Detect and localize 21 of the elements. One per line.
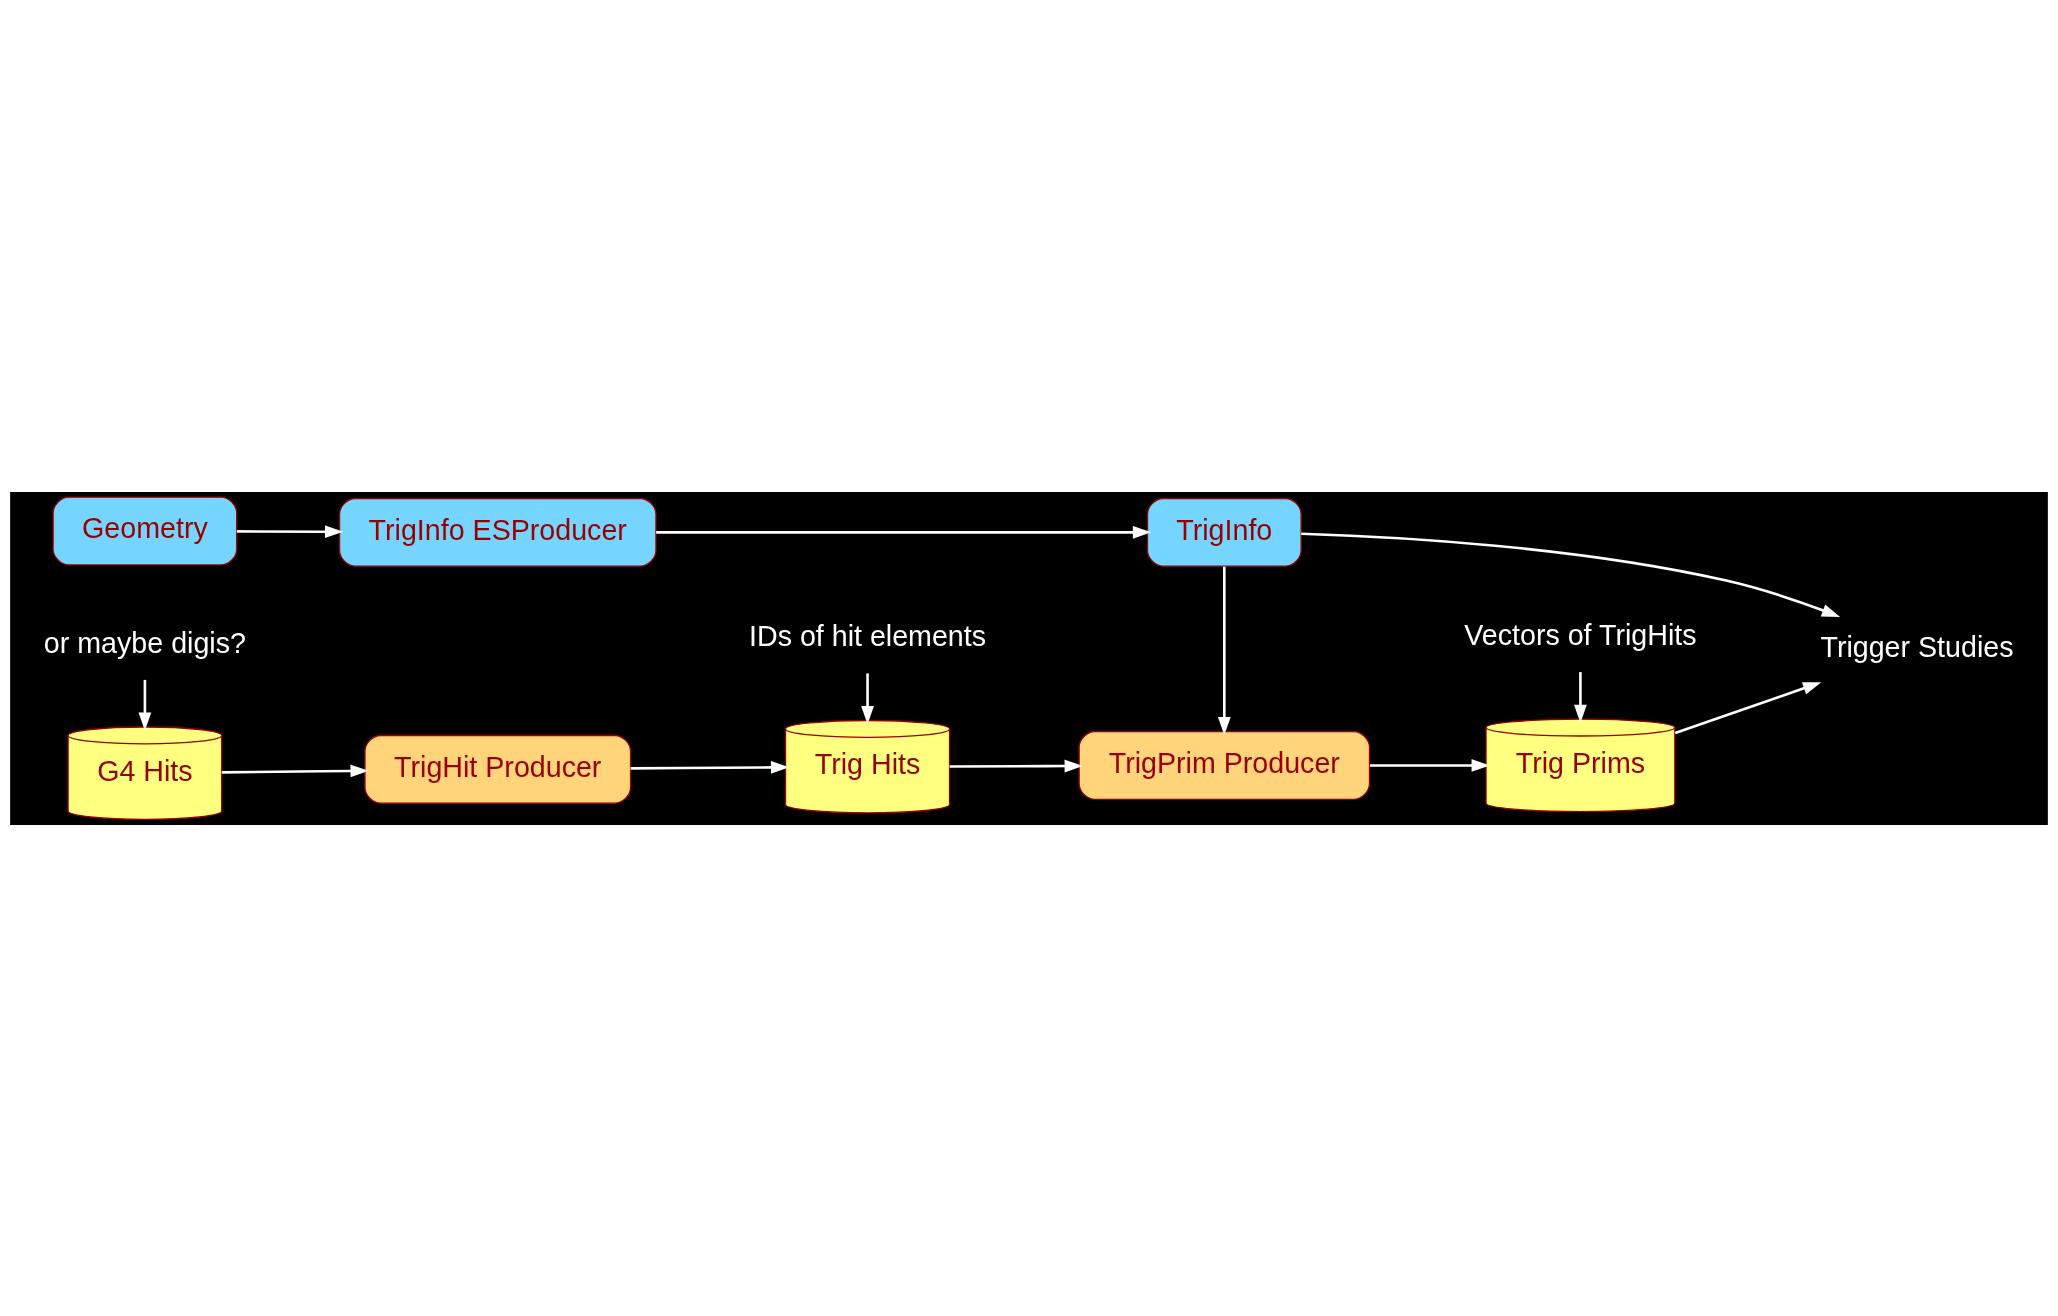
arrow <box>861 672 874 724</box>
arrow <box>1674 681 1822 734</box>
arrow <box>221 764 369 777</box>
node-text: or maybe digis? <box>43 626 246 659</box>
node-text: IDs of hit elements <box>749 619 987 652</box>
node-box: TrigHit Producer <box>364 734 632 804</box>
arrow <box>1574 671 1587 723</box>
node-text: Trigger Studies <box>1820 630 2014 663</box>
arrow <box>1369 758 1490 772</box>
arrow <box>1217 566 1231 735</box>
arrow <box>656 525 1152 539</box>
node-box: TrigInfo ESProducer <box>338 497 657 567</box>
arrow <box>630 760 790 774</box>
node-box: Geometry <box>52 496 238 566</box>
node-text: Vectors of TrigHits <box>1464 618 1697 651</box>
arrow <box>138 679 152 731</box>
arrow <box>1301 531 1841 617</box>
node-box: TrigInfo <box>1146 497 1302 567</box>
arrow <box>236 524 344 538</box>
node-box: TrigPrim Producer <box>1078 730 1371 800</box>
arrow <box>949 759 1083 772</box>
